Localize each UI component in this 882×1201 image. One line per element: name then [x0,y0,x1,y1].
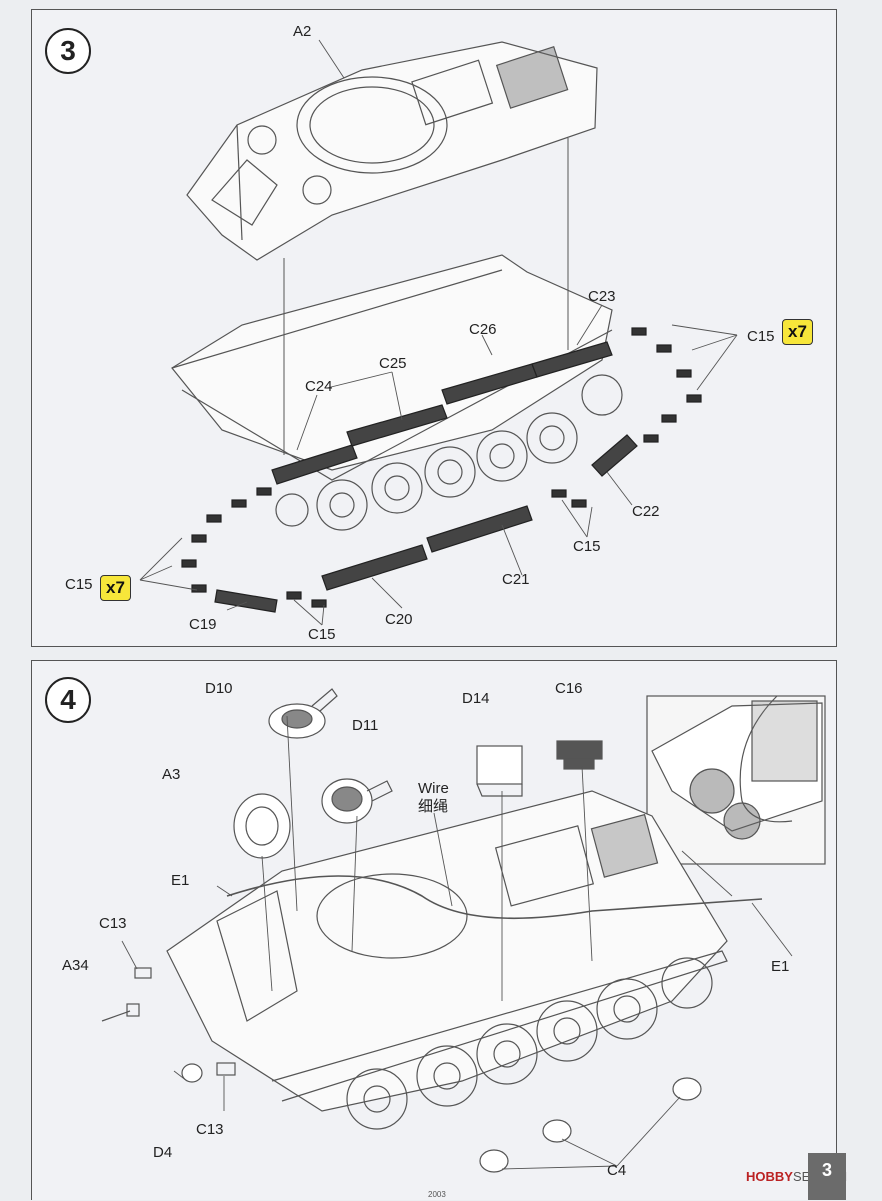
step-4-leaders [121,715,793,1170]
step-4-panel: 4 [31,660,837,1200]
step-3-panel: 3 [31,9,837,647]
step-4-number: 4 [45,677,91,723]
label-d11: D11 [352,717,379,734]
wire-e1 [226,875,763,920]
label-c22: C22 [632,503,660,520]
part-a3-wheel [233,793,291,859]
label-e1-left: E1 [171,872,190,889]
small-parts [101,967,236,1076]
label-c13-bottom: C13 [196,1121,224,1138]
label-d4: D4 [153,1144,173,1161]
upper-hull-a2 [186,41,598,261]
label-a34: A34 [62,957,89,974]
label-c23: C23 [588,288,616,305]
label-c24: C24 [305,378,333,395]
lower-hull [171,254,613,481]
single-links [181,327,702,608]
label-c16: C16 [555,680,583,697]
step-3-number: 3 [45,28,91,74]
label-c4: C4 [607,1162,627,1179]
part-d11 [321,778,393,824]
label-wire-cn: 细绳 [418,798,449,815]
quantity-badge-right: x7 [782,319,813,345]
step-4-illustration [101,688,826,1173]
step-3-illustration [139,39,738,626]
page-number: 3 [808,1153,846,1200]
label-c15-mid: C15 [573,538,601,555]
label-c25: C25 [379,355,407,372]
step-4-road-wheels [346,957,713,1130]
quantity-badge-left: x7 [100,575,131,601]
label-c15-left: C15 [65,576,93,593]
label-c19: C19 [189,616,217,633]
label-d14: D14 [462,690,490,707]
part-d14 [476,745,523,797]
loose-wheels-c4 [181,1063,702,1173]
label-c21: C21 [502,571,530,588]
part-d10 [268,688,338,739]
label-d10: D10 [205,680,233,697]
watermark-brand: HOBBY [746,1169,793,1184]
label-e1-right: E1 [771,958,790,975]
road-wheels [275,374,623,531]
track-runs [214,341,638,613]
label-c26: C26 [469,321,497,338]
label-wire: Wire [418,780,449,797]
label-c15-bottom: C15 [308,626,336,643]
label-a2: A2 [293,23,312,40]
print-code: 2003 [428,1190,446,1199]
step-3-leaders [139,39,738,626]
label-a3: A3 [162,766,181,783]
label-c15-right: C15 [747,328,775,345]
part-c16 [556,740,603,770]
label-c20: C20 [385,611,413,628]
inset-detail [646,695,826,865]
label-c13-top: C13 [99,915,127,932]
